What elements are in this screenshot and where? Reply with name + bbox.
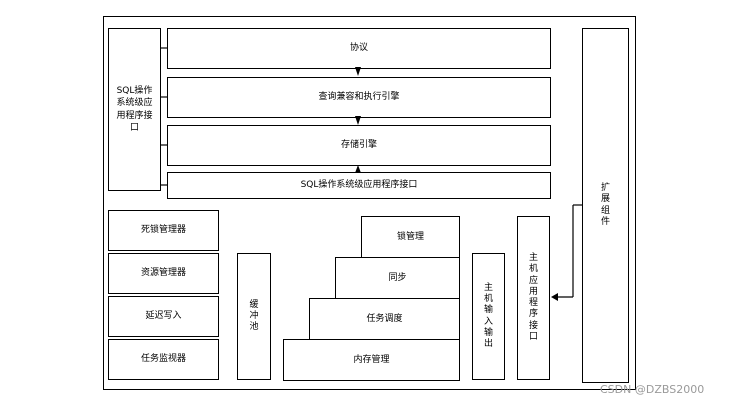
buffer-pool-box: 缓冲池 (237, 253, 271, 380)
sql-os-api-side-box: SQL操作系统级应用程序接口 (108, 28, 161, 191)
host-api-box: 主机应用程序接口 (517, 216, 550, 380)
query-engine-layer: 查询兼容和执行引擎 (167, 77, 551, 118)
deadlock-manager-box: 死锁管理器 (108, 210, 219, 251)
protocol-layer: 协议 (167, 28, 551, 69)
host-io-box: 主机输入输出 (472, 253, 505, 380)
lock-management-box: 锁管理 (361, 216, 460, 258)
lazy-write-box: 延迟写入 (108, 296, 219, 337)
task-scheduling-label: 任务调度 (366, 313, 403, 324)
extension-component-label: 扩展组件 (600, 183, 610, 227)
watermark: CSDN @DZBS2000 (600, 383, 705, 396)
task-monitor-label: 任务监视器 (140, 354, 186, 365)
lazy-write-label: 延迟写入 (145, 311, 182, 322)
storage-engine-label: 存储引擎 (340, 140, 377, 151)
sql-os-api-side-label: SQL操作系统级应用程序接口 (116, 86, 153, 133)
query-engine-label: 查询兼容和执行引擎 (318, 92, 400, 103)
buffer-pool-label: 缓冲池 (249, 299, 259, 333)
deadlock-manager-label: 死锁管理器 (140, 225, 186, 236)
resource-manager-box: 资源管理器 (108, 253, 219, 294)
lock-management-label: 锁管理 (396, 231, 424, 242)
storage-engine-layer: 存储引擎 (167, 125, 551, 166)
sql-os-api-bar: SQL操作系统级应用程序接口 (167, 172, 551, 199)
sql-os-api-bar-label: SQL操作系统级应用程序接口 (300, 180, 418, 191)
task-monitor-box: 任务监视器 (108, 339, 219, 380)
host-api-label: 主机应用程序接口 (528, 253, 538, 342)
protocol-label: 协议 (349, 43, 368, 54)
extension-component-box: 扩展组件 (582, 28, 629, 383)
task-scheduling-box: 任务调度 (309, 298, 460, 340)
synchronization-box: 同步 (335, 257, 460, 299)
synchronization-label: 同步 (388, 272, 407, 283)
resource-manager-label: 资源管理器 (140, 268, 186, 279)
memory-management-label: 内存管理 (353, 354, 390, 365)
memory-management-box: 内存管理 (283, 339, 460, 381)
host-io-label: 主机输入输出 (483, 282, 493, 349)
